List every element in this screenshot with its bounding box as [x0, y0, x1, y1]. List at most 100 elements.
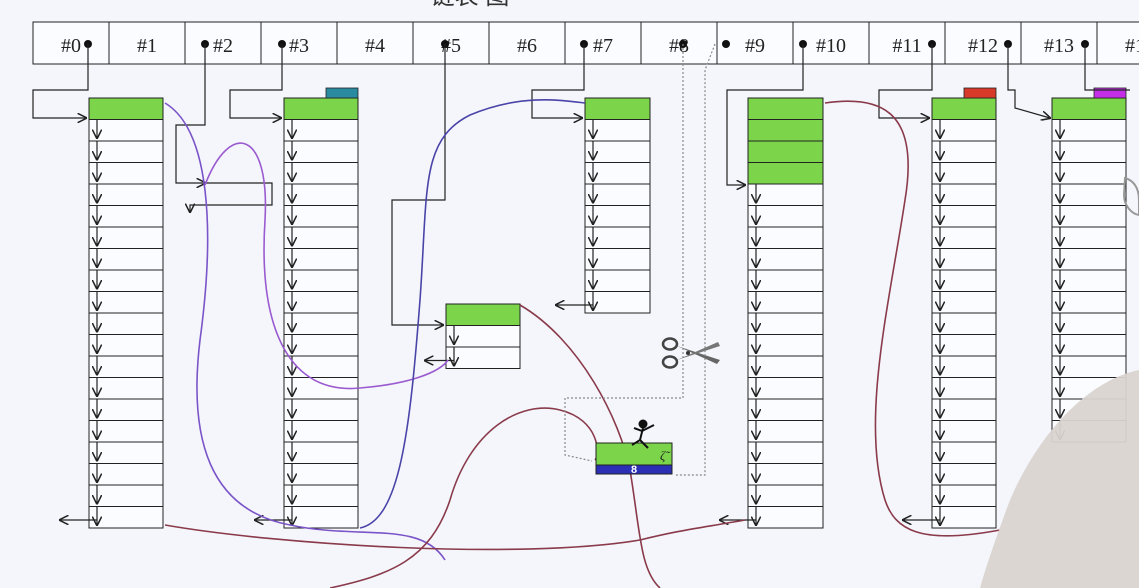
free-block	[747, 291, 824, 314]
slot-label: #3	[289, 35, 309, 57]
slot-cell	[412, 21, 490, 65]
slot-label: #0	[61, 35, 81, 57]
slot-label: #10	[816, 35, 846, 57]
free-block	[283, 205, 359, 228]
slot-connector	[32, 44, 89, 118]
slot-connector	[531, 44, 585, 118]
block-column	[60, 97, 164, 529]
slot-cell	[108, 21, 186, 65]
allocated-block	[1051, 97, 1127, 120]
scissors-icon	[661, 337, 720, 369]
stick-figure-icon	[631, 419, 655, 449]
purple-link-b	[164, 102, 446, 561]
free-block	[747, 183, 824, 206]
brown-link-d	[824, 100, 1001, 537]
allocated-block	[283, 97, 359, 120]
presenter-silhouette	[980, 370, 1139, 588]
free-block	[88, 205, 164, 228]
slot-cell	[640, 21, 718, 65]
slot-label: #6	[517, 35, 537, 57]
free-block	[283, 355, 359, 378]
free-block	[283, 291, 359, 314]
free-block	[1051, 334, 1127, 357]
free-block	[88, 119, 164, 142]
free-block	[584, 291, 651, 314]
free-block	[931, 420, 997, 443]
free-block	[1051, 312, 1127, 335]
size-class-tag	[1093, 87, 1127, 99]
free-block	[747, 205, 824, 228]
free-block	[747, 441, 824, 464]
brown-link-a	[164, 519, 746, 551]
free-block	[88, 183, 164, 206]
slot-label: #12	[968, 35, 998, 57]
free-block	[584, 119, 651, 142]
brown-link-b	[329, 407, 599, 588]
free-block	[283, 334, 359, 357]
slot-pointer-dot	[722, 40, 730, 48]
free-block	[584, 248, 651, 271]
slot-connector	[878, 44, 933, 118]
free-block	[283, 484, 359, 507]
cut-block: 8 ζ̃	[595, 442, 673, 476]
free-block	[1051, 140, 1127, 163]
free-block	[584, 162, 651, 185]
free-block	[283, 183, 359, 206]
allocated-block	[88, 97, 164, 120]
free-block	[747, 420, 824, 443]
free-block	[747, 506, 824, 529]
free-block	[931, 312, 997, 335]
free-block	[747, 269, 824, 292]
free-block	[747, 484, 824, 507]
size-class-tag	[963, 87, 997, 99]
slot-cell	[564, 21, 642, 65]
header-title-fragment: 链表 图	[431, 0, 510, 10]
free-block	[747, 226, 824, 249]
free-block	[931, 463, 997, 486]
slot-connector	[1007, 44, 1050, 118]
free-block	[931, 506, 997, 529]
free-block	[88, 226, 164, 249]
free-block	[1051, 355, 1127, 378]
free-block	[931, 334, 997, 357]
allocated-block	[747, 97, 824, 120]
navy-link	[359, 99, 586, 529]
free-block	[931, 226, 997, 249]
slot-connector	[391, 44, 446, 325]
free-block	[747, 398, 824, 421]
slot-cell	[488, 21, 566, 65]
free-block	[1051, 269, 1127, 292]
slot-cell	[336, 21, 414, 65]
free-block	[1051, 291, 1127, 314]
allocated-block	[445, 303, 521, 326]
free-block	[88, 441, 164, 464]
free-block	[283, 162, 359, 185]
free-block	[88, 312, 164, 335]
free-block	[584, 269, 651, 292]
free-block	[1051, 183, 1127, 206]
free-block	[747, 312, 824, 335]
free-block	[931, 377, 997, 400]
free-block	[931, 248, 997, 271]
slot-connector	[1084, 44, 1130, 91]
block-column	[556, 97, 651, 314]
slot-label: #4	[365, 35, 385, 57]
free-block	[931, 205, 997, 228]
free-block	[584, 183, 651, 206]
free-block	[88, 355, 164, 378]
free-block	[584, 205, 651, 228]
free-block	[747, 355, 824, 378]
block-column	[425, 303, 521, 369]
slot-cell	[32, 21, 110, 65]
free-block	[747, 334, 824, 357]
free-block	[931, 269, 997, 292]
free-block	[445, 325, 521, 348]
cut-block-label: 8	[631, 464, 637, 476]
slot-cell	[1096, 21, 1139, 65]
free-block	[88, 291, 164, 314]
free-block	[88, 269, 164, 292]
allocated-block	[747, 119, 824, 142]
cut-block-blue	[595, 464, 673, 475]
free-block	[1051, 226, 1127, 249]
